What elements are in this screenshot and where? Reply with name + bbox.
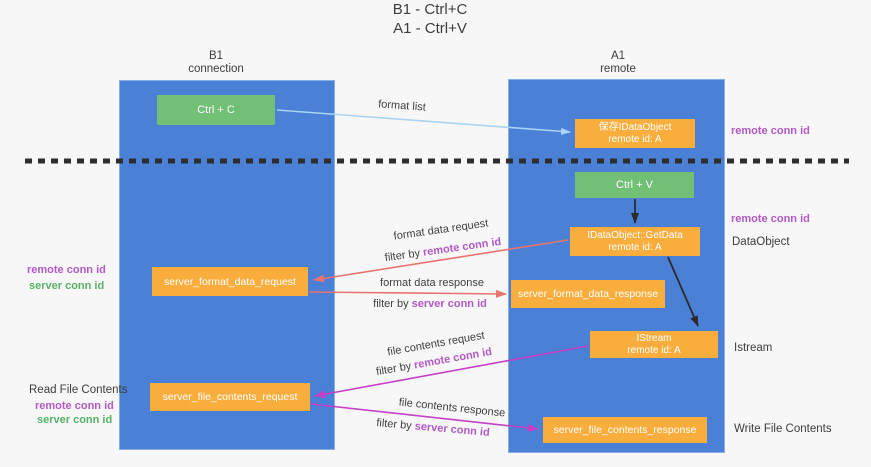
ann-left-server-conn-id: server conn id bbox=[29, 280, 105, 292]
ann-left-bottom-remote-conn-id: remote conn id bbox=[35, 400, 114, 412]
node-ctrl-v-label: Ctrl + V bbox=[616, 179, 653, 191]
node-file-response-label: server_file_contents_response bbox=[553, 424, 697, 436]
node-ctrl-v: Ctrl + V bbox=[575, 172, 694, 198]
edge-label-filter-server-1: filter by server conn id bbox=[373, 298, 487, 310]
ann-right-remote-conn-id-top: remote conn id bbox=[731, 125, 810, 137]
ann-write-file-contents: Write File Contents bbox=[734, 423, 832, 435]
node-format-response-label: server_format_data_response bbox=[517, 288, 659, 300]
edge-label-format-data-response: format data response bbox=[380, 277, 484, 289]
node-getdata-line1: IDataObject::GetData bbox=[587, 229, 683, 241]
ann-right-remote-conn-id-mid: remote conn id bbox=[731, 213, 810, 225]
edge-label-file-contents-response: file contents response bbox=[398, 396, 506, 420]
lane-a1-role: remote bbox=[600, 63, 636, 75]
edge-label-format-list: format list bbox=[377, 98, 427, 114]
filter-by-text: filter by bbox=[375, 417, 413, 433]
node-save-dataobject-line1: 保存IDataObject bbox=[598, 121, 672, 133]
node-istream-line2: remote id: A bbox=[627, 344, 681, 356]
lane-header-a1: A1 remote bbox=[600, 50, 636, 76]
filter-by-text: filter by bbox=[373, 298, 409, 310]
node-idataobject-getdata: IDataObject::GetData remote id: A bbox=[570, 227, 700, 256]
edge-label-filter-server-2: filter by server conn id bbox=[376, 417, 490, 439]
filter-by-text: filter by bbox=[384, 247, 421, 265]
node-getdata-line2: remote id: A bbox=[608, 241, 662, 253]
node-istream-line1: IStream bbox=[636, 332, 672, 344]
lane-a1-name: A1 bbox=[610, 50, 626, 62]
filter-by-text: filter by bbox=[375, 360, 413, 379]
arrow-format-data-response bbox=[308, 289, 507, 298]
ann-read-file-contents: Read File Contents bbox=[29, 384, 128, 396]
node-save-dataobject-line2: remote id: A bbox=[608, 133, 662, 145]
node-file-request-label: server_file_contents_request bbox=[162, 391, 298, 403]
node-server-file-contents-response: server_file_contents_response bbox=[543, 417, 707, 443]
node-ctrl-c: Ctrl + C bbox=[157, 95, 275, 125]
node-server-format-data-response: server_format_data_response bbox=[511, 280, 665, 308]
title-line-2: A1 - Ctrl+V bbox=[393, 20, 467, 37]
node-server-file-contents-request: server_file_contents_request bbox=[150, 383, 310, 411]
lane-b1-role: connection bbox=[188, 63, 244, 75]
server-conn-id-text: server conn id bbox=[414, 420, 491, 439]
node-format-request-label: server_format_data_request bbox=[164, 275, 296, 288]
node-server-format-data-request: server_format_data_request bbox=[152, 267, 308, 296]
node-istream: IStream remote id: A bbox=[590, 331, 718, 358]
title-line-1: B1 - Ctrl+C bbox=[392, 1, 468, 18]
server-conn-id-text: server conn id bbox=[411, 298, 487, 310]
remote-conn-id-text: remote conn id bbox=[422, 235, 502, 259]
lane-header-b1: B1 connection bbox=[188, 50, 244, 76]
ann-left-remote-conn-id: remote conn id bbox=[27, 264, 106, 276]
node-save-dataobject: 保存IDataObject remote id: A bbox=[575, 119, 695, 148]
node-ctrl-c-label: Ctrl + C bbox=[197, 104, 235, 116]
ann-istream: Istream bbox=[734, 342, 773, 354]
ann-left-bottom-server-conn-id: server conn id bbox=[37, 414, 113, 426]
diagram-title: B1 - Ctrl+C A1 - Ctrl+V bbox=[0, 0, 860, 38]
ann-dataobject: DataObject bbox=[732, 236, 790, 248]
lane-b1-name: B1 bbox=[208, 50, 224, 62]
